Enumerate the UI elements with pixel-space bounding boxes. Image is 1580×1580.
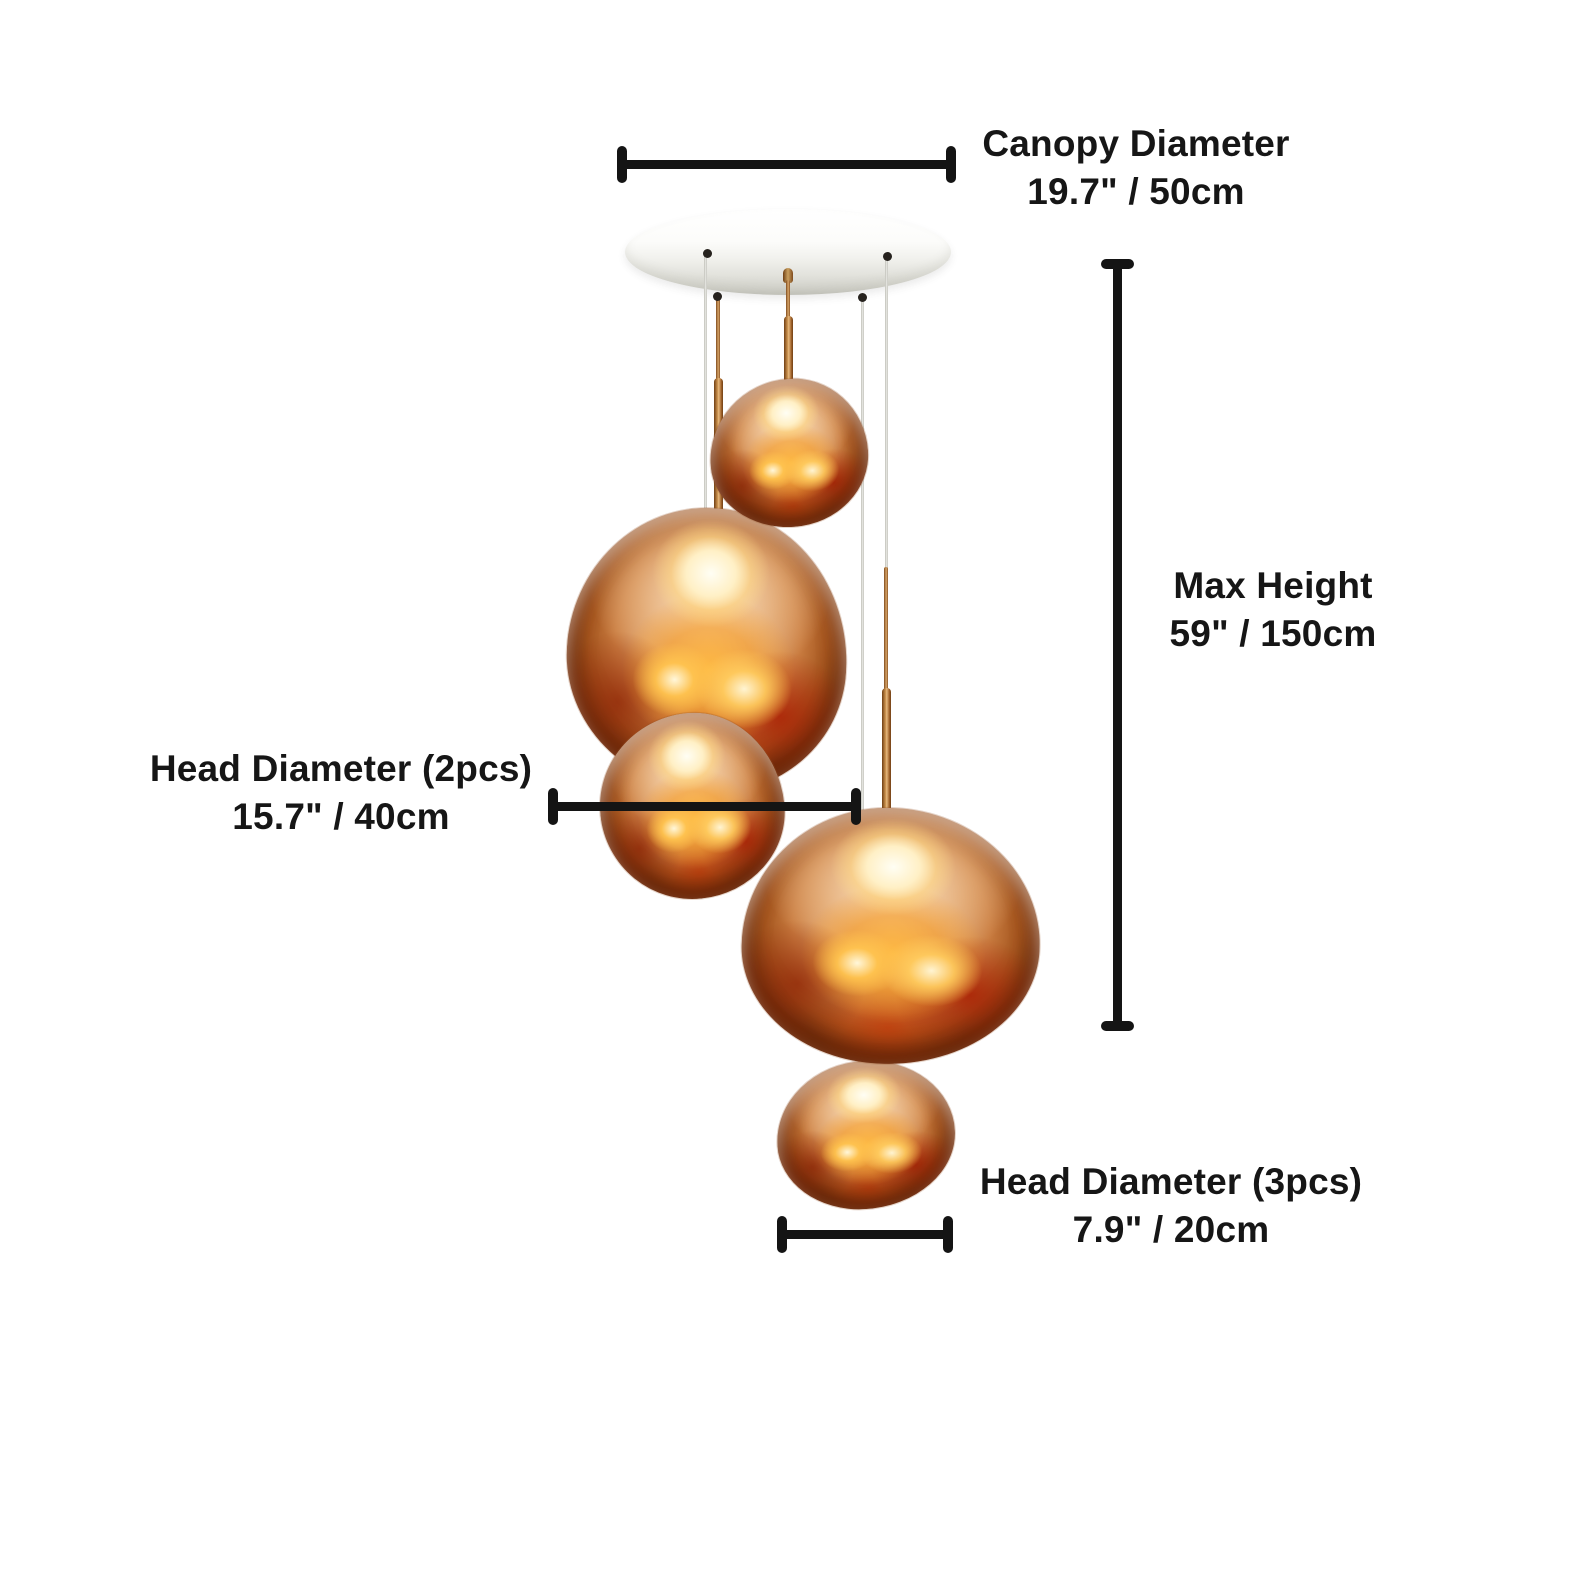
glass-shade-large-right [737, 802, 1045, 1070]
cable-attachment-dot [703, 249, 712, 258]
dimension-name: Max Height [1173, 565, 1373, 606]
dimension-value: 19.7" / 50cm [1027, 171, 1245, 212]
suspension-cable [885, 257, 888, 572]
copper-stem [882, 688, 891, 812]
dimension-value: 15.7" / 40cm [232, 796, 450, 837]
canopy-diameter-label: Canopy Diameter 19.7" / 50cm [936, 120, 1336, 216]
glass-shade-small-bottom [773, 1056, 959, 1214]
dimension-bar [548, 802, 861, 811]
copper-stem [716, 297, 720, 382]
dimension-bar [1113, 259, 1122, 1031]
suspension-cable [704, 253, 707, 720]
cable-attachment-dot [713, 292, 722, 301]
dimension-name: Head Diameter (3pcs) [979, 1161, 1363, 1202]
max-height-dimension-line [1101, 259, 1134, 1031]
head-diameter-3pcs-dimension-line [777, 1216, 953, 1253]
dimension-value: 7.9" / 20cm [1072, 1209, 1270, 1250]
suspension-cable [861, 297, 864, 1075]
cable-attachment-dot [883, 252, 892, 261]
head-diameter-2pcs-dimension-line [548, 788, 861, 825]
dimension-bar [617, 160, 956, 169]
copper-stem [884, 567, 888, 692]
copper-stem [783, 268, 793, 283]
dimension-end-cap [946, 146, 956, 183]
dimension-end-cap [851, 788, 861, 825]
copper-stem [786, 280, 790, 320]
canopy-diameter-dimension-line [617, 146, 956, 183]
dimension-value: 59" / 150cm [1169, 613, 1377, 654]
dimension-end-cap [1101, 1021, 1134, 1031]
head-diameter-2pcs-label: Head Diameter (2pcs) 15.7" / 40cm [141, 745, 541, 841]
max-height-label: Max Height 59" / 150cm [1073, 562, 1473, 658]
dimension-name: Head Diameter (2pcs) [149, 748, 533, 789]
head-diameter-3pcs-label: Head Diameter (3pcs) 7.9" / 20cm [971, 1158, 1371, 1254]
glass-shade-small-top [705, 373, 873, 533]
cable-attachment-dot [858, 293, 867, 302]
copper-stem [784, 316, 793, 400]
dimension-end-cap [943, 1216, 953, 1253]
dimension-name: Canopy Diameter [982, 123, 1290, 164]
dimension-bar [777, 1230, 953, 1239]
